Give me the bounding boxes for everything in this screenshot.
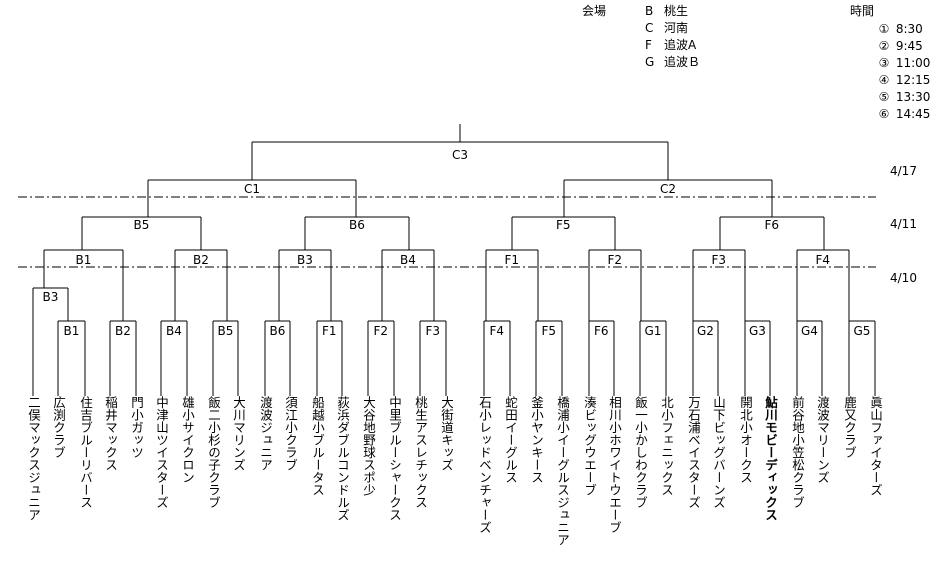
time-value-2: 9:45 <box>895 39 923 53</box>
team-name: 雄小サイクロン <box>180 396 195 484</box>
time-row-3: ③ 11:00 <box>876 56 931 70</box>
venue-code-b: B <box>645 4 654 18</box>
match-semi-2-label: C2 <box>660 182 677 196</box>
venue-name-g: 追波Ｂ <box>664 55 701 69</box>
venue-code-f: F <box>645 38 652 52</box>
team-name: 船越小ブルータス <box>310 396 325 496</box>
match-qf-3-label: F5 <box>556 218 571 232</box>
time-row-4: ④ 12:15 <box>876 73 931 87</box>
team-name: 山下ビッグバーンズ <box>711 396 726 509</box>
team-name: 広渕クラブ <box>51 396 66 459</box>
team-name: 眞山ファイターズ <box>868 396 883 496</box>
venue-name-f: 追波A <box>664 38 697 52</box>
match-r1-10-label: F5 <box>541 324 557 338</box>
time-mark-5: ⑤ <box>878 90 890 104</box>
team-name: 須江小クラブ <box>283 396 298 471</box>
team-name: 石小レッドベンチャーズ <box>477 396 492 534</box>
team-name: 門小ガッツ <box>129 396 144 459</box>
time-value-4: 12:15 <box>895 73 931 87</box>
match-r3-4-label: B4 <box>400 253 416 267</box>
match-r3-5-label: F1 <box>504 253 520 267</box>
match-r1-5-label: B6 <box>269 324 286 338</box>
time-mark-1: ① <box>878 22 890 36</box>
venue-legend-title: 会場 <box>582 4 607 18</box>
team-name: 橋浦小イーグルスジュニア <box>555 396 570 546</box>
team-name: 万石浦ベイスターズ <box>686 396 701 509</box>
team-name: 渡波マリーンズ <box>815 396 830 484</box>
match-r1-7-label: F2 <box>373 324 389 338</box>
match-r3-2-label: B2 <box>193 253 209 267</box>
time-row-5: ⑤ 13:30 <box>876 90 931 104</box>
time-value-3: 11:00 <box>895 56 931 70</box>
match-qf-1-label: B5 <box>133 218 150 232</box>
team-name: 荻浜ダブルコンドルズ <box>335 396 350 521</box>
team-name: 中里ブルーシャークス <box>387 396 402 521</box>
time-legend-title: 時間 <box>850 4 875 18</box>
match-r3-7-label: F3 <box>711 253 727 267</box>
match-prelim-label: B3 <box>42 290 59 304</box>
date-label-semifinal: 4/17 <box>890 164 917 178</box>
match-r1-1-label: B1 <box>63 324 80 338</box>
match-r1-11-label: F6 <box>594 324 609 338</box>
team-name: 鹿又クラブ <box>842 396 857 459</box>
match-r1-8-label: F3 <box>425 324 441 338</box>
time-mark-4: ④ <box>878 73 890 87</box>
team-name: 住吉ブルーリバース <box>78 396 93 509</box>
match-r3-8-label: F4 <box>815 253 831 267</box>
team-name: 湊ビッグウエーブ <box>582 396 597 496</box>
team-name: 飯一小かしわクラブ <box>633 396 648 509</box>
team-name: 大川マリンズ <box>231 396 246 471</box>
match-r3-3-label: B3 <box>297 253 313 267</box>
venue-code-g: G <box>645 55 655 69</box>
team-name: 中津山ツイスターズ <box>154 396 169 509</box>
match-r3-6-label: F2 <box>607 253 623 267</box>
time-row-2: ② 9:45 <box>876 39 923 53</box>
team-name: 桃生アスレチックス <box>413 396 428 509</box>
time-mark-2: ② <box>878 39 890 53</box>
time-value-5: 13:30 <box>895 90 931 104</box>
match-qf-2-label: B6 <box>349 218 365 232</box>
time-mark-6: ⑥ <box>878 107 890 121</box>
date-label-quarterfinal: 4/11 <box>890 217 917 231</box>
match-r1-16-label: G5 <box>853 324 871 338</box>
match-semi-1-label: C1 <box>244 182 261 196</box>
match-r1-15-label: G4 <box>801 324 818 338</box>
team-name: 開北小オークス <box>738 396 753 484</box>
time-value-6: 14:45 <box>895 107 931 121</box>
date-label-early-rounds: 4/10 <box>890 271 917 285</box>
match-r1-6-label: F1 <box>322 324 337 338</box>
team-name: 渡波ジュニア <box>258 396 273 471</box>
team-name: 北小フェニックス <box>659 396 674 496</box>
match-r1-14-label: G3 <box>749 324 766 338</box>
match-r1-4-label: B5 <box>217 324 234 338</box>
team-name: 前谷地小笠松クラブ <box>790 396 805 509</box>
team-name: 二俣マックスジュニア <box>26 396 41 521</box>
time-value-1: 8:30 <box>895 22 923 36</box>
team-name: 相川小ホワイトウエーブ <box>607 396 622 534</box>
match-r1-9-label: F4 <box>489 324 505 338</box>
team-name: 釜小ヤンキース <box>529 396 544 484</box>
team-name: 蛇田イーグルス <box>503 396 518 484</box>
venue-name-b: 桃生 <box>664 4 689 18</box>
team-name: 大谷地野球スポ少 <box>361 396 376 496</box>
venue-name-c: 河南 <box>664 21 689 35</box>
match-final-label: C3 <box>452 148 469 162</box>
match-r1-12-label: G1 <box>644 324 662 338</box>
match-r1-13-label: G2 <box>697 324 714 338</box>
team-name: 稲井マックス <box>103 396 118 471</box>
match-r1-3-label: B4 <box>166 324 182 338</box>
time-row-1: ① 8:30 <box>876 22 923 36</box>
time-row-6: ⑥ 14:45 <box>876 107 931 121</box>
match-r3-1-label: B1 <box>75 253 92 267</box>
team-name: 大街道キッズ <box>439 396 454 471</box>
venue-code-c: C <box>645 21 654 35</box>
match-qf-4-label: F6 <box>764 218 780 232</box>
team-name: 飯二小杉の子クラブ <box>206 396 221 509</box>
team-name: 鮎川モビーディックス <box>763 396 778 521</box>
match-r1-2-label: B2 <box>115 324 131 338</box>
time-mark-3: ③ <box>878 56 890 70</box>
